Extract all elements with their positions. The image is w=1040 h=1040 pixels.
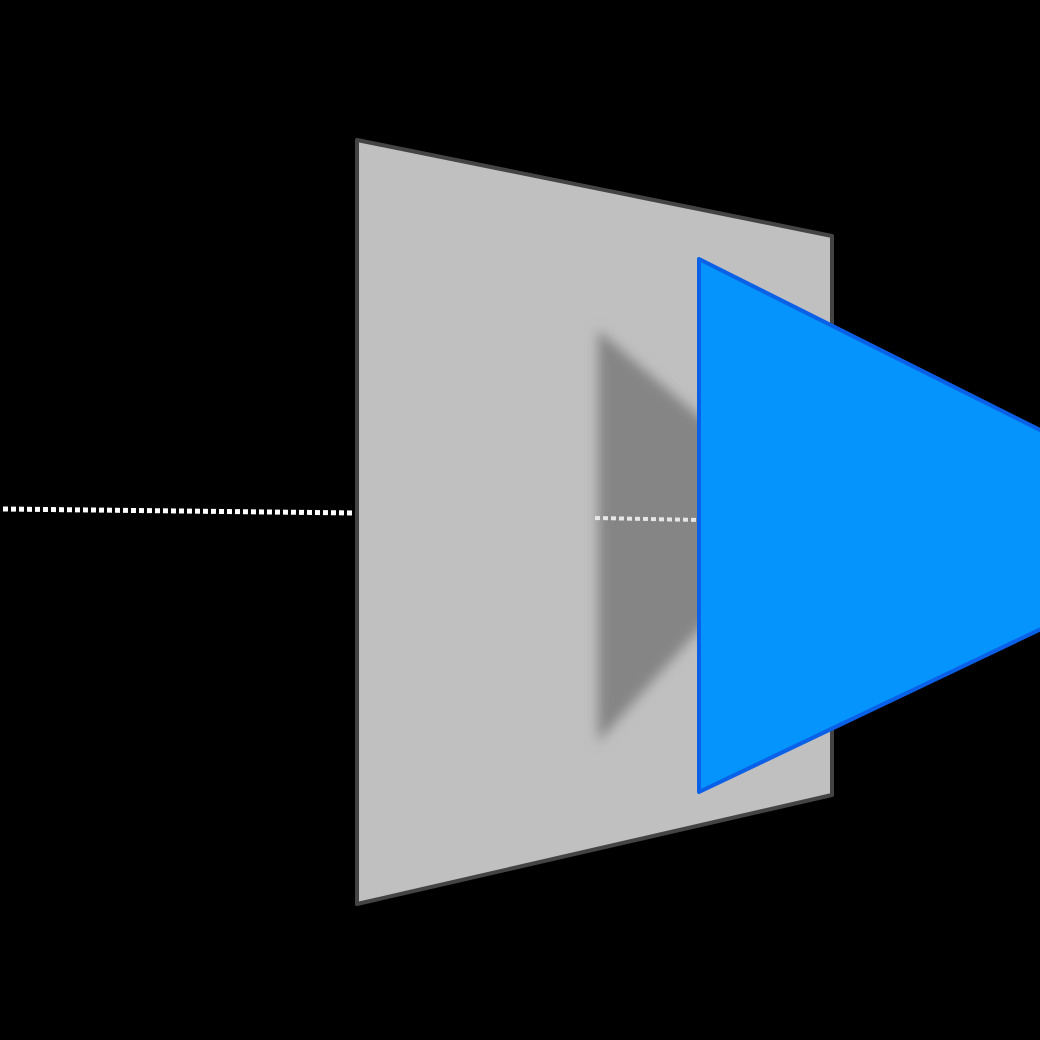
inner-ray <box>594 516 701 522</box>
blue-triangle-icon <box>697 257 1040 794</box>
triangle-shadow-icon <box>598 330 715 742</box>
incoming-ray <box>2 506 358 516</box>
